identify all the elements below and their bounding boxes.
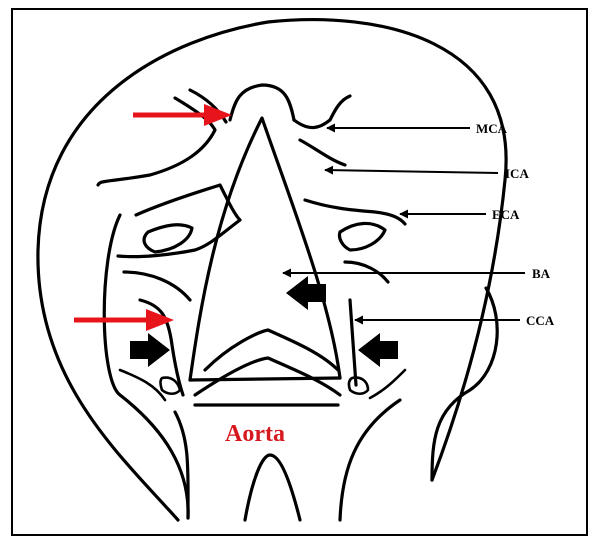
right-upper-branch (292, 94, 352, 130)
left-bottom-branch (118, 368, 167, 402)
ica-label: ICA (505, 166, 529, 181)
eca-label: ECA (492, 207, 520, 222)
right-mid-loop (337, 221, 387, 252)
right-cca (348, 298, 358, 387)
left-upper-branch (96, 96, 217, 187)
central-triangle-inner-b (193, 356, 342, 397)
right-bottom-loop (347, 376, 370, 396)
right-lower-branch (343, 260, 390, 284)
left-lower-branch (122, 270, 192, 302)
left-upper-branch-b (188, 88, 228, 124)
mca-label: MCA (476, 121, 508, 136)
head-outline (36, 18, 508, 522)
right-upper-branch-b (298, 138, 347, 167)
central-triangle-inner (203, 328, 340, 372)
left-mid-loop (142, 223, 194, 254)
right-mid-branch (303, 198, 407, 226)
red-arrow-icon (133, 104, 232, 126)
aortic-arch-inner-left (173, 410, 190, 520)
left-cca (138, 298, 185, 397)
central-triangle (188, 116, 342, 382)
aorta-bottom (243, 453, 302, 522)
black-arrow-icon (286, 276, 326, 310)
aorta-label: Aorta (225, 421, 285, 447)
left-mid-branch (116, 183, 242, 259)
black-arrow-icon (130, 333, 170, 367)
black-arrow-icon (358, 333, 398, 367)
right-bottom-branch (368, 368, 407, 400)
ica-pointer (324, 165, 499, 175)
top-loop (228, 83, 296, 122)
aortic-arch-outline (102, 213, 499, 520)
ba-label: BA (532, 266, 551, 281)
red-arrow-icon (74, 309, 174, 331)
left-bottom-loop (159, 376, 182, 396)
cca-label: CCA (526, 313, 555, 328)
aortic-arch-inner (338, 398, 402, 522)
